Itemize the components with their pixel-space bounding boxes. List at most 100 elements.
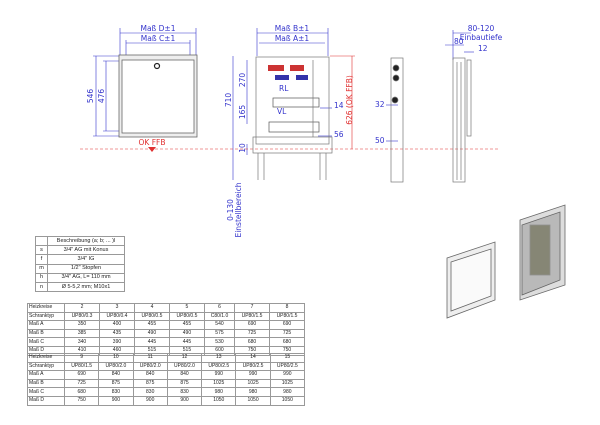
- table-cell: 690: [269, 320, 305, 330]
- table-cell: UP80/1.5: [234, 311, 270, 322]
- table-cell: 990: [201, 370, 237, 380]
- table-cell: 575: [203, 328, 236, 339]
- table-cell: 490: [168, 328, 205, 339]
- height-476: 476: [97, 89, 106, 104]
- table-cell: 980: [235, 387, 271, 397]
- row-label: Heizkreise: [27, 303, 65, 313]
- table-cell: 725: [63, 378, 100, 389]
- table-cell: 830: [98, 387, 134, 397]
- row-label: Schranktyp: [27, 361, 65, 372]
- table-cell: UP80/2.5: [269, 361, 306, 372]
- table-cell: 10: [98, 353, 134, 363]
- table-cell: 1025: [201, 378, 237, 389]
- legend-header: Beschreibung (a; b; ... )l: [47, 235, 125, 247]
- table-cell: 400: [98, 320, 135, 330]
- cabinet-side-view: [390, 57, 472, 183]
- table-cell: 750: [63, 395, 100, 406]
- table-cell: UP80/2.0: [166, 361, 203, 372]
- table-cell: UP80/2.5: [235, 361, 271, 372]
- table-cell: 435: [98, 328, 135, 339]
- table-cell: UP80/1.5: [63, 361, 100, 372]
- row-label: Maß A: [27, 370, 65, 380]
- table-cell: 1025: [269, 378, 306, 389]
- table-cell: 840: [132, 370, 168, 380]
- dim-80: 80: [454, 37, 464, 46]
- table-cell: 445: [133, 337, 170, 347]
- legend-description: 3/4" AG mit Konus: [47, 245, 125, 256]
- row-label: Maß A: [27, 320, 65, 330]
- legend-description: 3/4" IG: [47, 254, 125, 265]
- dim-12: 12: [478, 44, 488, 53]
- dim-32: 32: [375, 100, 385, 109]
- height-626-ok-ffb: 626 (OK FFB): [345, 75, 354, 125]
- table-cell: 385: [64, 328, 100, 339]
- table-cell: 14: [235, 353, 271, 363]
- table-cell: 875: [98, 378, 134, 389]
- table-cell: 900: [166, 395, 203, 406]
- lock-icon: [153, 62, 161, 70]
- cabinet-3d-view: [446, 204, 566, 319]
- table-cell: 900: [132, 395, 168, 406]
- row-label: Maß B: [27, 328, 65, 339]
- table-cell: 1050: [269, 395, 306, 406]
- height-270: 270: [238, 73, 247, 88]
- table-cell: 830: [132, 387, 168, 397]
- legend-key: n: [35, 281, 48, 293]
- table-cell: 390: [98, 337, 135, 347]
- row-label: Heizkreise: [27, 353, 65, 363]
- table-cell: 15: [269, 353, 306, 363]
- table-cell: 690: [234, 320, 270, 330]
- cabinet-open-view: [252, 56, 333, 180]
- height-546: 546: [86, 89, 95, 104]
- table-cell: 340: [64, 337, 100, 347]
- dim-a-label: Maß A±1: [275, 34, 310, 43]
- table-cell: 1050: [201, 395, 237, 406]
- table-cell: C80/1.0: [203, 311, 236, 322]
- dim-14: 14: [334, 101, 344, 110]
- table-cell: 1050: [235, 395, 271, 406]
- dim-56: 56: [334, 130, 344, 139]
- table-cell: 3: [98, 303, 135, 313]
- legend-key: s: [35, 245, 48, 256]
- legend-key: h: [35, 272, 48, 283]
- table-cell: UP80/1.5: [269, 311, 305, 322]
- rl-label: RL: [279, 84, 289, 93]
- table-cell: 840: [166, 370, 203, 380]
- table-cell: 875: [166, 378, 203, 389]
- legend-description: Ø 5-5,2 mm; M10x1: [47, 281, 125, 293]
- legend-key: f: [35, 254, 48, 265]
- row-label: Maß D: [27, 395, 65, 406]
- table-cell: 680: [63, 387, 100, 397]
- table-cell: 12: [166, 353, 203, 363]
- table-cell: 7: [234, 303, 270, 313]
- adjust-range-label: Einstellbereich: [234, 182, 243, 237]
- row-label: Schranktyp: [27, 311, 65, 322]
- legend-key: m: [35, 263, 48, 274]
- dim-b-label: Maß B±1: [275, 24, 310, 33]
- table-cell: 4: [133, 303, 170, 313]
- table-cell: UP80/2.0: [98, 361, 134, 372]
- table-cell: 6: [203, 303, 236, 313]
- legend-header-row: Beschreibung (a; b; ... )l: [35, 235, 125, 247]
- dim-d-label: Maß D±1: [140, 24, 175, 33]
- adjust-range: 0-130: [226, 199, 235, 221]
- table-cell: 350: [64, 320, 100, 330]
- table-cell: UP80/0.5: [133, 311, 170, 322]
- row-label: Maß B: [27, 378, 65, 389]
- height-710: 710: [224, 93, 233, 108]
- table-cell: 830: [166, 387, 203, 397]
- table-cell: 680: [269, 337, 305, 347]
- table-cell: 455: [133, 320, 170, 330]
